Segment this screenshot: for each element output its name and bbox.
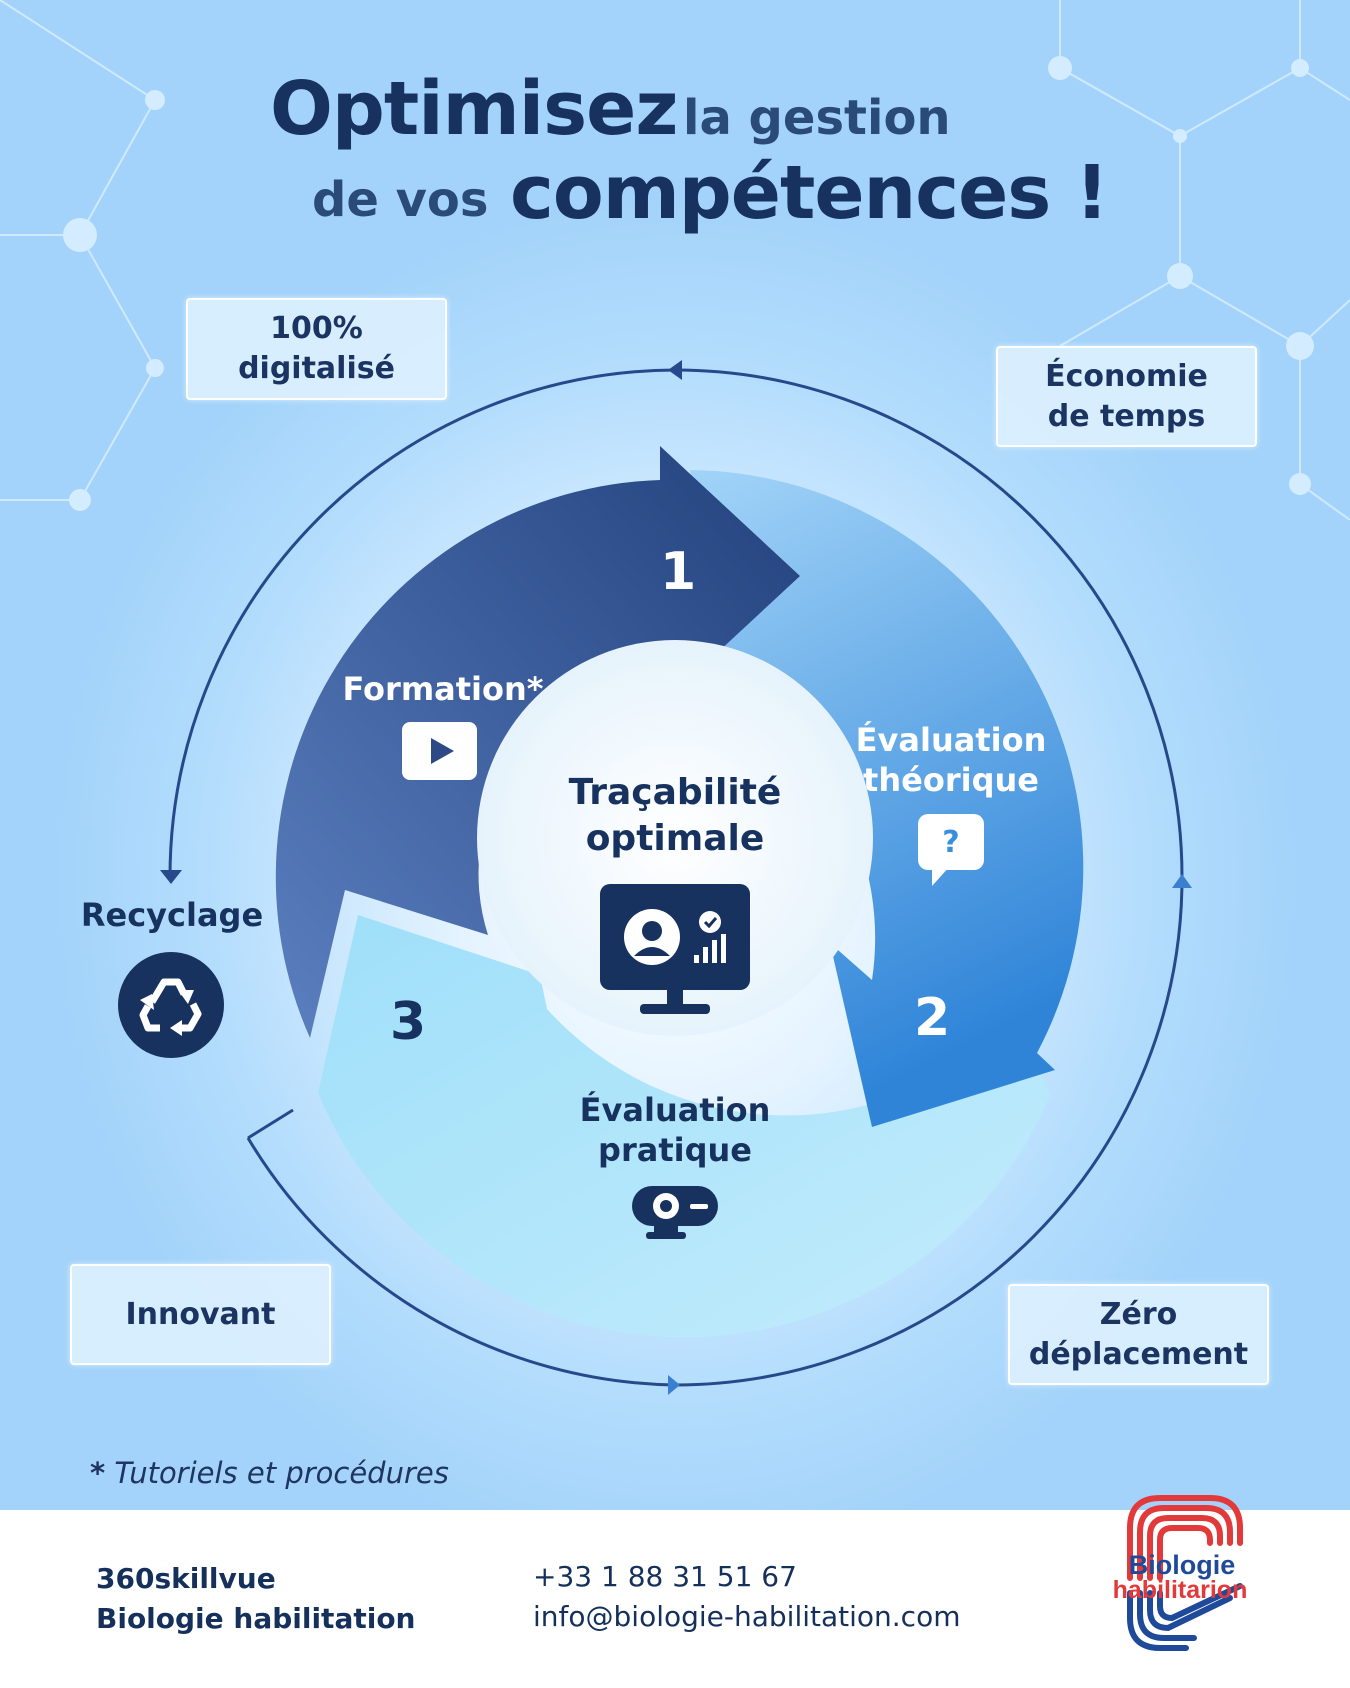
benefit-digitalise-text: 100% digitalisé [238,311,395,386]
step3-arrow [318,915,1050,1338]
title-de-vos: de vos [312,172,489,228]
footnote-star: * [90,1456,106,1490]
step2-number: 2 [914,988,951,1048]
play-icon [402,722,477,780]
benefit-zero-deplacement: Zéro déplacement [1008,1284,1269,1385]
ring-arrowhead-bottom [668,1375,680,1395]
step1-arrow [275,446,800,1038]
title-competences: compétences ! [510,150,1109,236]
footnote-text: Tutoriels et procédures [114,1456,449,1490]
logo-text-line1: Biologie [1129,1550,1236,1580]
footer: 360skillvue Biologie habilitation +33 1 … [0,1495,1350,1688]
step3-label: Évaluation pratique [579,1091,771,1169]
step2-arrow [690,470,1084,1127]
monitor-profile-icon [600,884,750,1014]
decorative-network-lines [0,0,1350,520]
step1-label: Formation* [342,670,544,708]
biologie-habilitation-logo: Biologie habilitarion [1113,1495,1248,1651]
footer-company-line2: Biologie habilitation [96,1602,416,1635]
svg-text:?: ? [942,825,959,860]
benefit-economie-temps: Économie de temps [996,346,1257,447]
footer-company-line1: 360skillvue [96,1562,276,1595]
step1-number: 1 [660,542,697,602]
logo-text-line2: habilitarion [1113,1576,1248,1604]
footnote: * Tutoriels et procédures [90,1456,449,1490]
title-optimisez: Optimisez [270,66,678,152]
benefit-digitalise: 100% digitalisé [186,298,447,400]
footer-email[interactable]: info@biologie-habilitation.com [533,1600,961,1633]
title-la-gestion: la gestion [683,90,951,146]
ring-arrowhead-right [1172,874,1192,888]
step3-number: 3 [390,992,427,1052]
ring-arrowhead-left [160,870,182,884]
cycle-diagram: ? [118,360,1192,1395]
footer-phone[interactable]: +33 1 88 31 51 67 [533,1560,797,1593]
recycle-icon [118,952,224,1058]
recycle-label: Recyclage [80,896,264,934]
step2-label: Évaluation théorique [855,721,1047,799]
question-bubble-icon: ? [918,814,984,886]
center-disk [477,640,873,1036]
outer-cycle-arc-top [168,368,676,879]
ring-arrowhead-top [668,360,682,380]
benefit-innovant-text: Innovant [125,1296,276,1332]
outer-cycle-arc-right [246,368,1184,1387]
benefit-innovant: Innovant [70,1264,331,1365]
benefit-zero-deplacement-text: Zéro déplacement [1028,1296,1249,1372]
center-label: Traçabilité optimale [568,772,782,859]
benefit-economie-temps-text: Économie de temps [1045,358,1208,434]
webcam-icon [632,1186,718,1239]
